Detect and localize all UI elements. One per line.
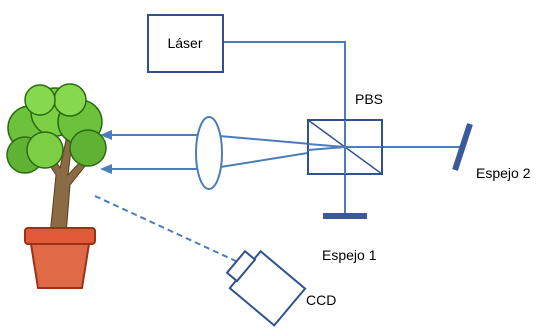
ccd-view-dashed: [94, 195, 239, 263]
pot-rim: [24, 227, 96, 245]
mirror-2-label: Espejo 2: [476, 165, 531, 181]
ccd-lens: [225, 249, 257, 283]
mirror-1: [323, 213, 367, 219]
lens: [195, 116, 223, 190]
arrowhead-lower: [100, 164, 112, 174]
plant-icon: [6, 83, 107, 289]
ccd-label: CCD: [306, 292, 336, 308]
pot-body: [29, 243, 91, 289]
mirror-2: [452, 123, 473, 171]
beam-through-pbs: [307, 120, 382, 174]
beam-paths: [94, 41, 462, 263]
laser-label: Láser: [167, 35, 202, 51]
ccd-camera: [225, 249, 307, 327]
arrowheads: [100, 130, 112, 174]
plant-foliage: [6, 83, 107, 174]
pbs-label: PBS: [355, 91, 383, 107]
laser-box: [147, 14, 224, 73]
mirror-1-label: Espejo 1: [322, 247, 377, 263]
arrowhead-upper: [100, 130, 112, 140]
